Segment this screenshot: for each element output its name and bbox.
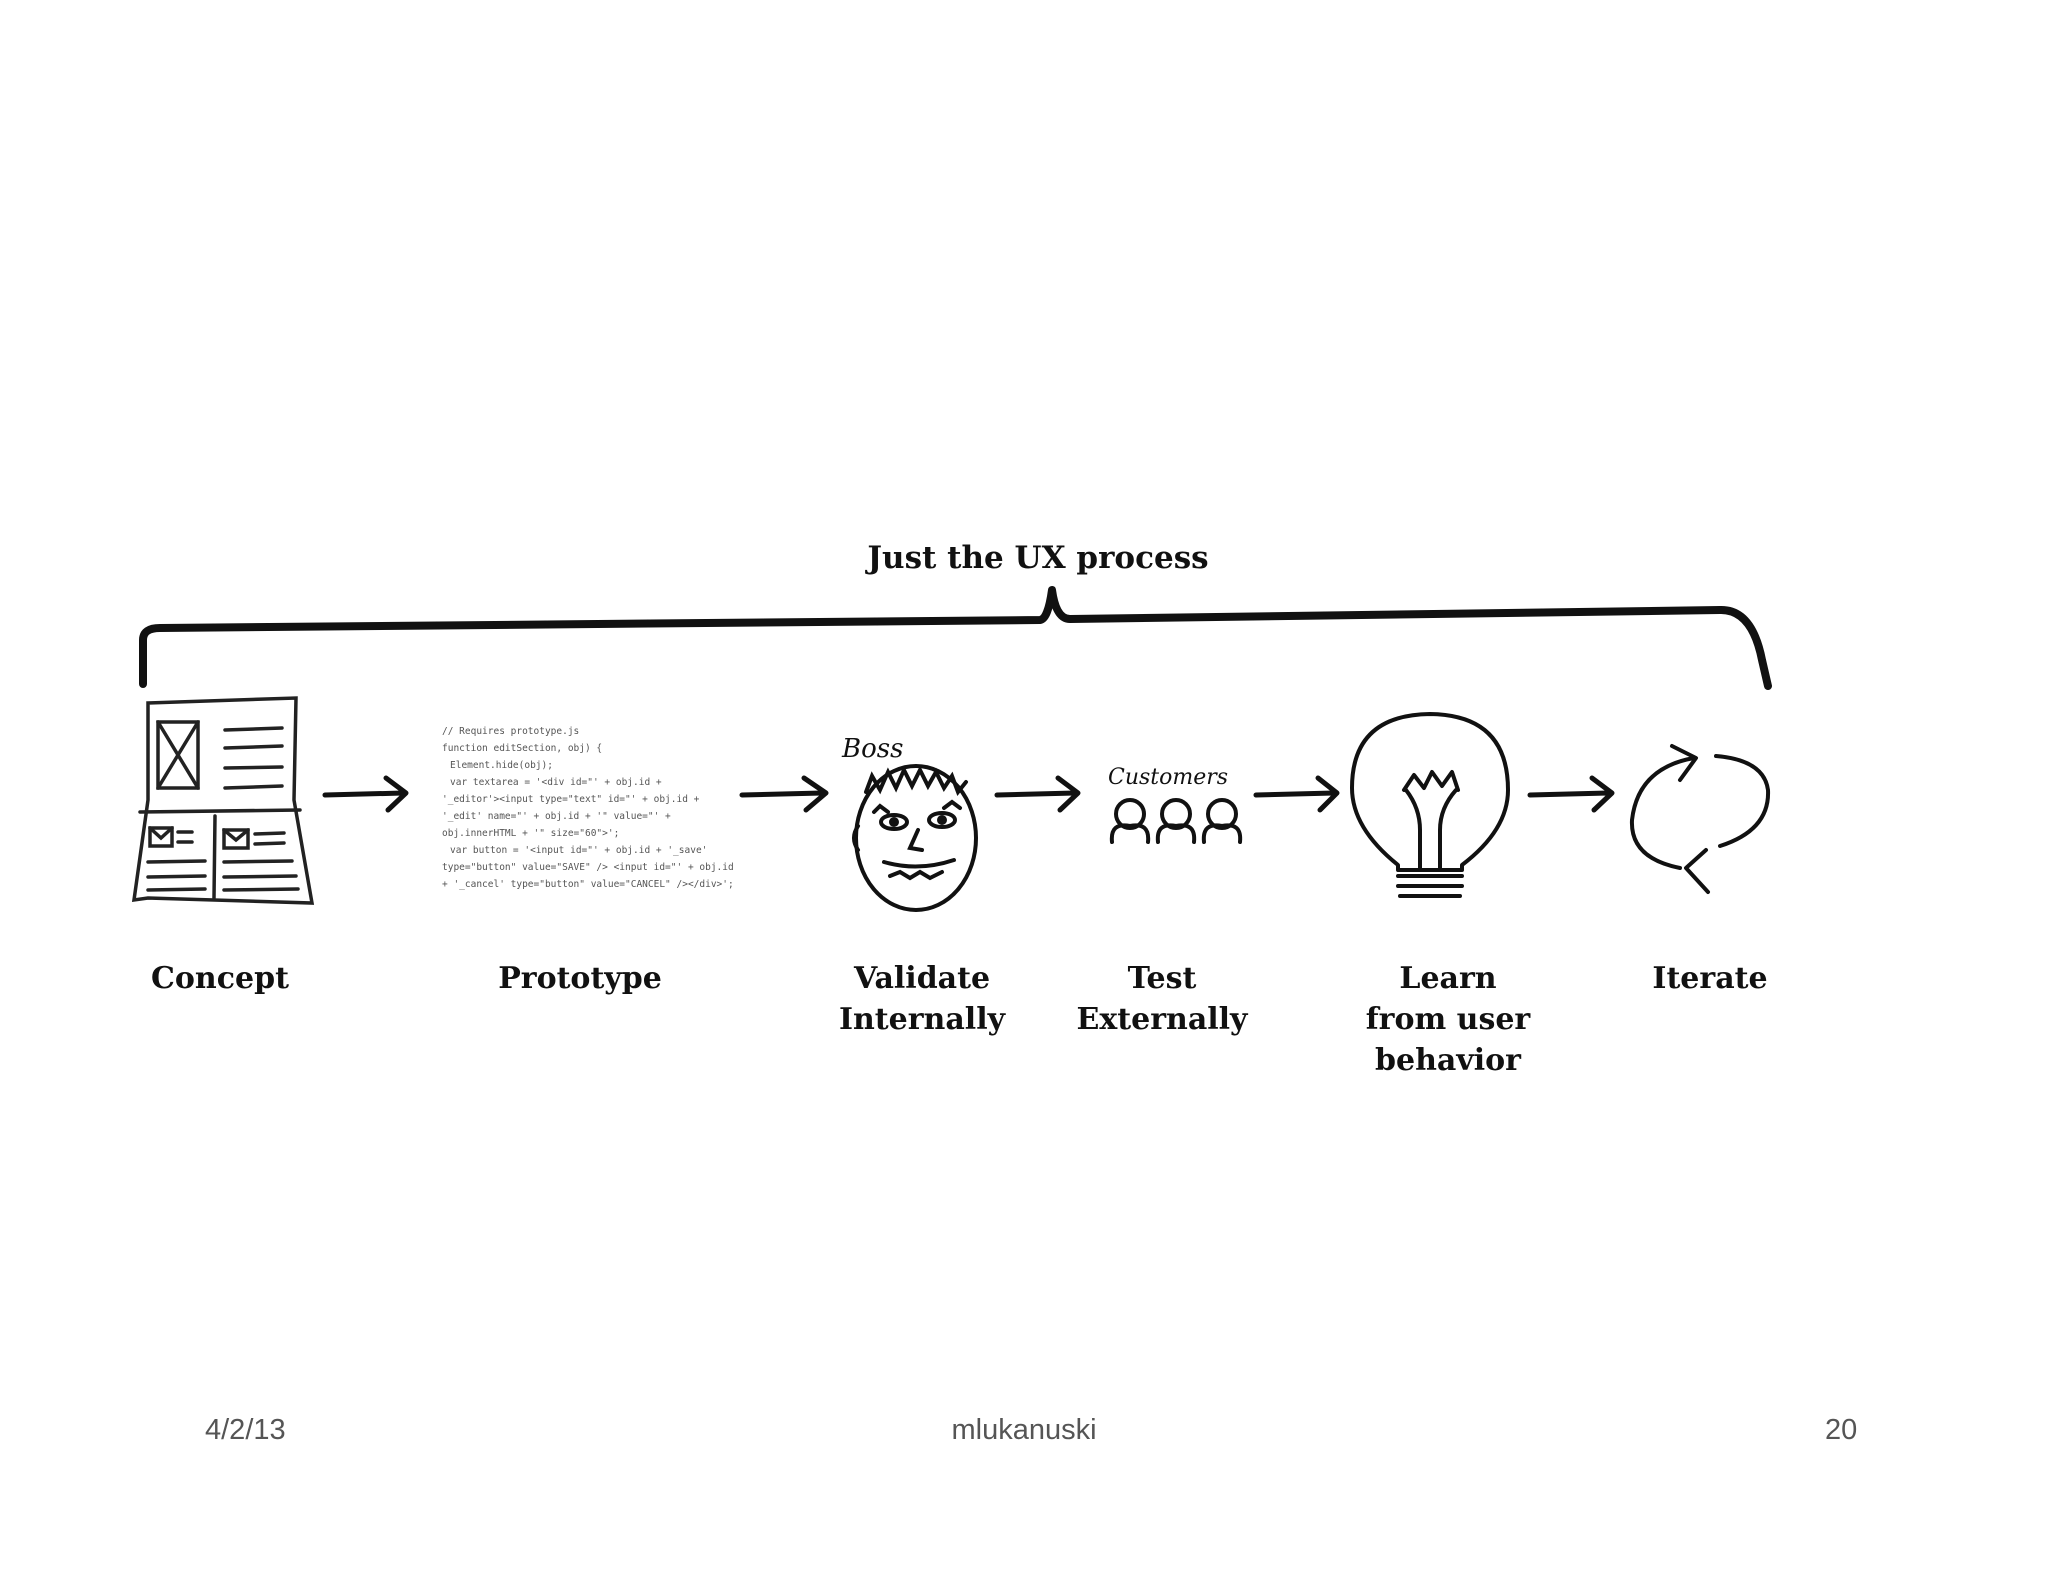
boss-caption: Boss: [841, 734, 903, 764]
arrow-icon: [322, 775, 409, 813]
step-label-line: Concept: [151, 961, 289, 996]
customers-caption: Customers: [1108, 765, 1228, 790]
code-line: Element.hide(obj);: [450, 760, 553, 771]
code-line: // Requires prototype.js: [442, 726, 579, 737]
step-label-learn: Learn from user behavior: [1366, 961, 1532, 1078]
flow-arrows: [322, 775, 1615, 813]
diagram-title: Just the UX process: [864, 540, 1208, 576]
code-line: type="button" value="SAVE" /> <input id=…: [442, 862, 734, 873]
step-label-line: Validate: [853, 961, 990, 996]
newspaper-layout-icon: [131, 696, 315, 905]
lightbulb-icon: [1350, 712, 1510, 898]
step-label-line: Learn: [1399, 961, 1496, 996]
step-label-prototype: Prototype: [498, 961, 662, 996]
step-label-line: Iterate: [1652, 961, 1767, 996]
cycle-arrows-icon: [1629, 744, 1771, 894]
brace-icon: [139, 586, 1772, 690]
code-line: var button = '<input id="' + obj.id + '_…: [450, 845, 707, 856]
code-line: obj.innerHTML + '" size="60">';: [442, 828, 619, 839]
footer-date: 4/2/13: [205, 1414, 286, 1446]
footer-author: mlukanuski: [951, 1414, 1097, 1446]
customers-icon: [1109, 798, 1243, 844]
code-line: '_editor'><input type="text" id="' + obj…: [442, 794, 700, 805]
step-label-concept: Concept: [151, 961, 289, 996]
code-snippet-icon: // Requires prototype.js function editSec…: [442, 726, 734, 890]
page-number: 20: [1825, 1414, 1858, 1446]
arrow-icon: [1253, 775, 1340, 813]
step-label-line: behavior: [1375, 1043, 1522, 1078]
arrow-icon: [739, 775, 829, 813]
boss-face-icon: [852, 764, 978, 912]
arrow-icon: [1527, 775, 1615, 813]
step-label-line: Externally: [1077, 1002, 1250, 1037]
code-line: var textarea = '<div id="' + obj.id +: [450, 777, 662, 788]
code-line: + '_cancel' type="button" value="CANCEL"…: [442, 879, 734, 890]
arrow-icon: [994, 775, 1081, 813]
code-line: function editSection, obj) {: [442, 743, 602, 754]
code-line: '_edit' name="' + obj.id + '" value="' +: [442, 811, 671, 822]
step-label-line: Test: [1128, 961, 1197, 996]
step-label-line: from user: [1366, 1002, 1532, 1037]
step-label-iterate: Iterate: [1652, 961, 1767, 996]
step-label-line: Prototype: [498, 961, 662, 996]
step-label-line: Internally: [839, 1002, 1007, 1037]
